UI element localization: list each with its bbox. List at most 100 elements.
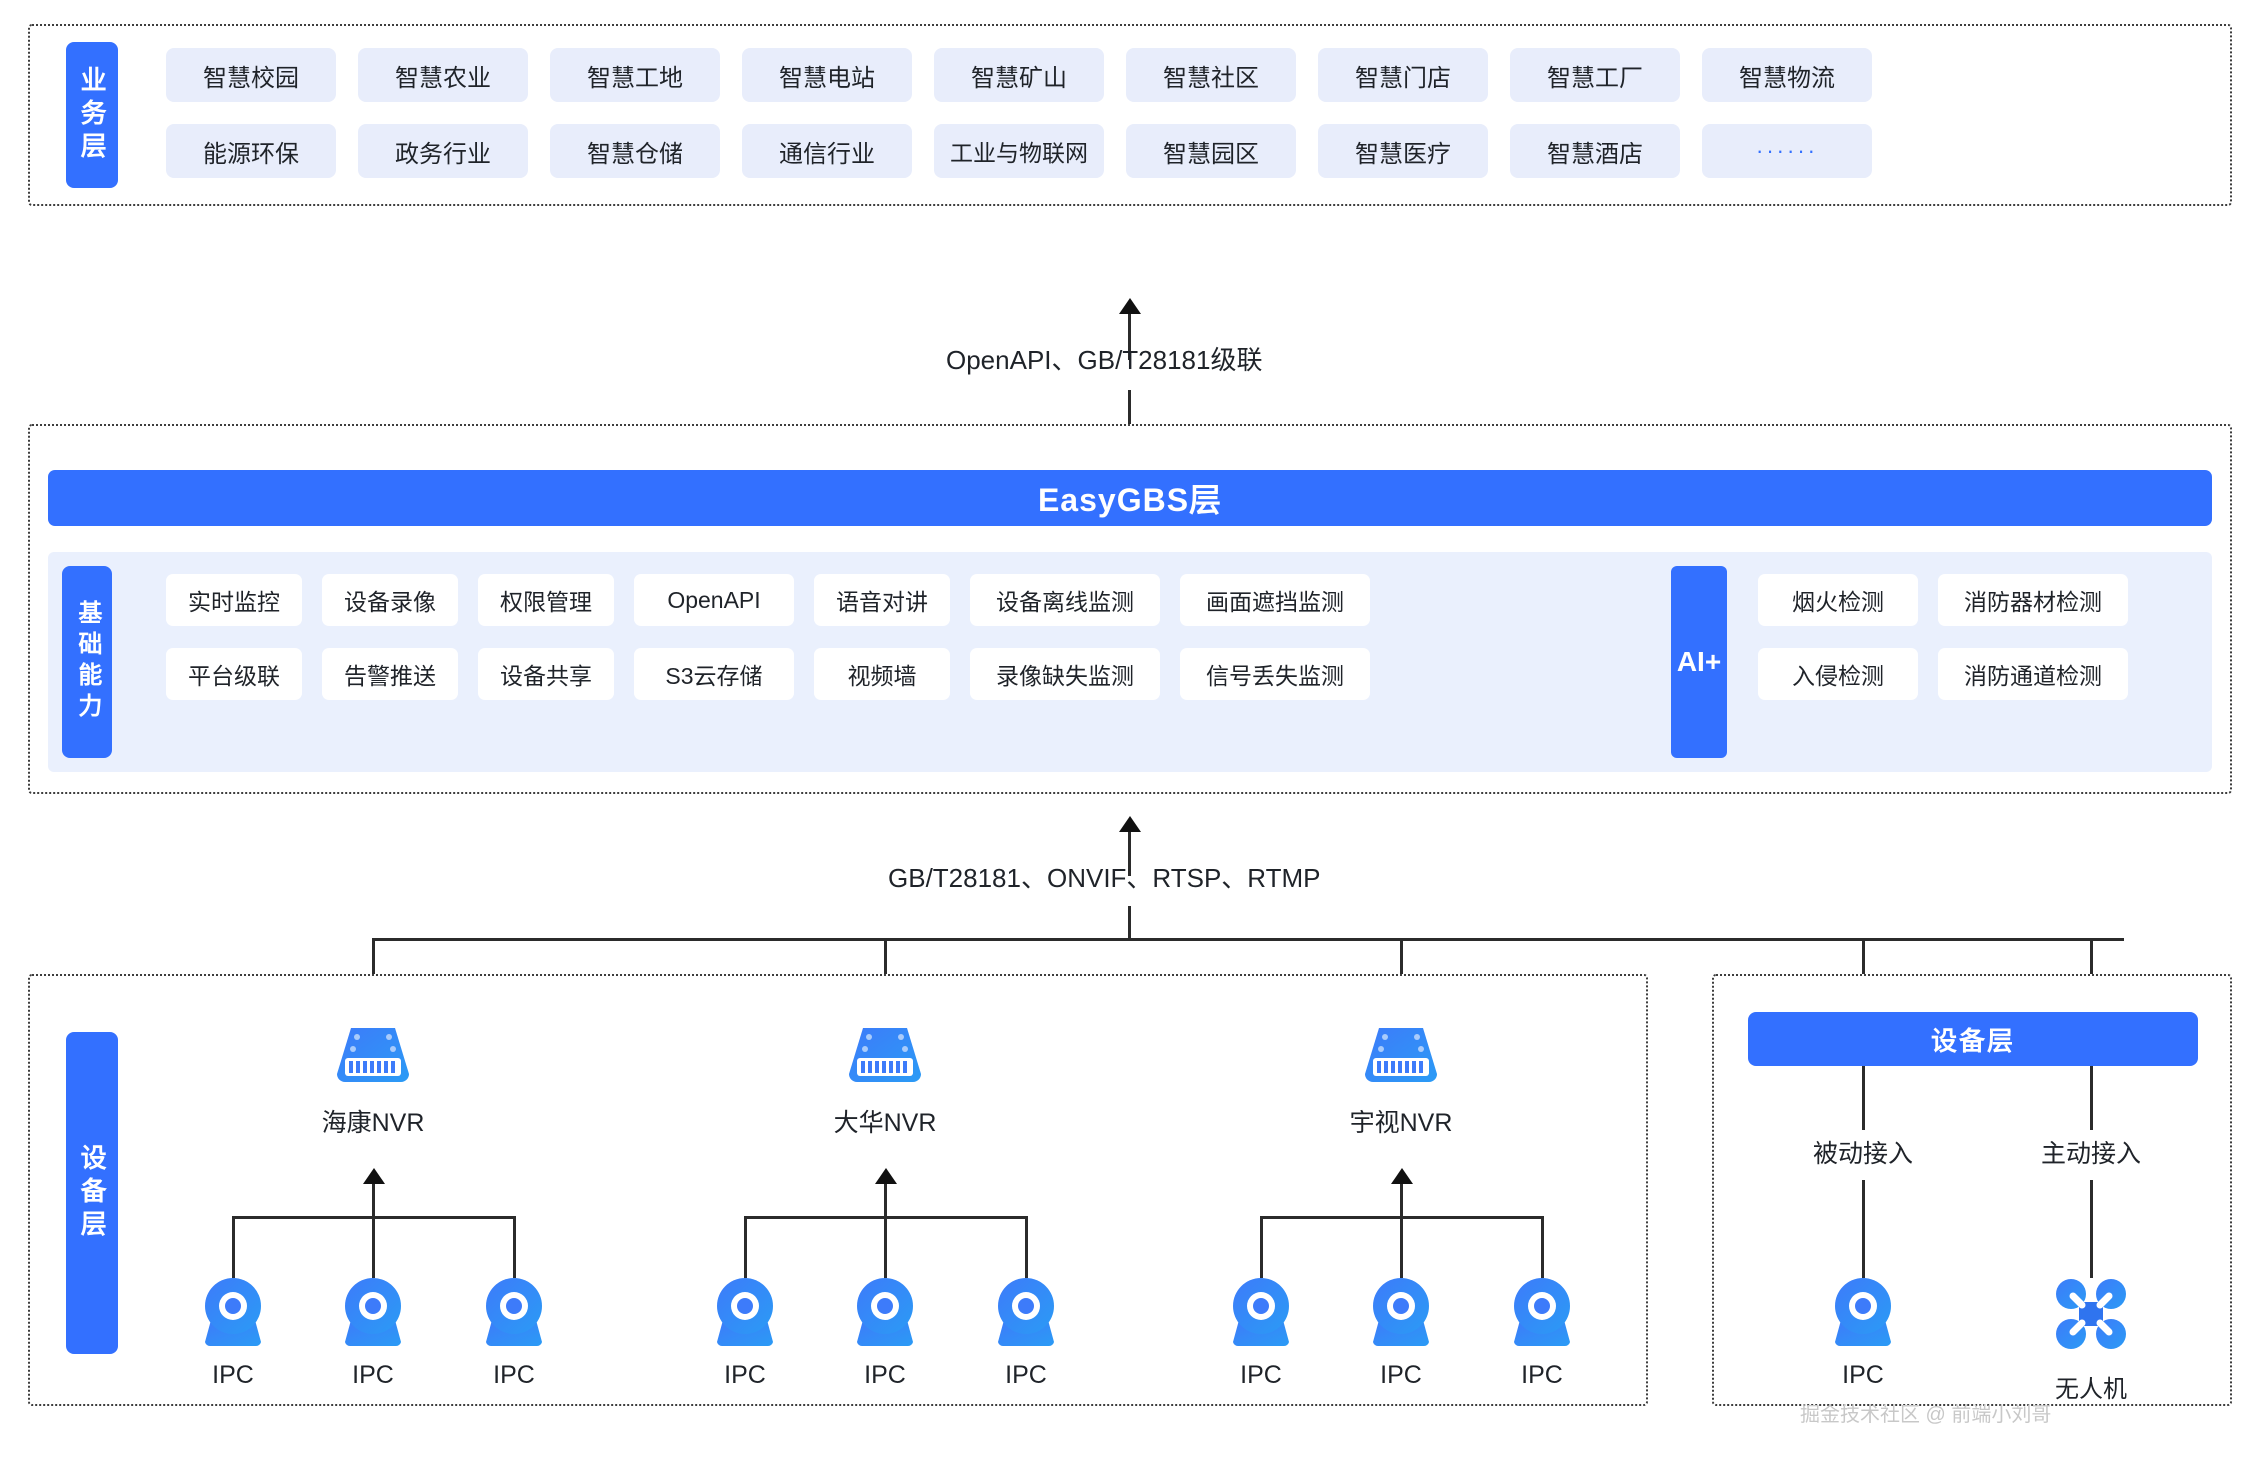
camera-icon bbox=[1835, 1278, 1891, 1347]
ai-capability-row-2: 入侵检测 消防通道检测 bbox=[1758, 648, 2128, 700]
camera-icon bbox=[205, 1278, 261, 1347]
ipc-node[interactable]: IPC bbox=[1210, 1272, 1312, 1390]
ai-capability-item[interactable]: 消防通道检测 bbox=[1938, 648, 2128, 700]
capability-item[interactable]: 录像缺失监测 bbox=[970, 648, 1160, 700]
capability-item[interactable]: 语音对讲 bbox=[814, 574, 950, 626]
camera-icon bbox=[486, 1278, 542, 1347]
ai-capability-item[interactable]: 消防器材检测 bbox=[1938, 574, 2128, 626]
ipc-node[interactable]: IPC bbox=[1350, 1272, 1452, 1390]
top-link-arrowhead bbox=[1119, 298, 1141, 314]
business-layer-side-text: 业务层 bbox=[77, 65, 108, 165]
ipc-node[interactable]: IPC bbox=[322, 1272, 424, 1390]
dahua-uplink-arrowhead bbox=[875, 1168, 897, 1184]
business-chip[interactable]: 智慧医疗 bbox=[1318, 124, 1488, 178]
active-branch-stem-upper bbox=[2090, 1066, 2093, 1130]
camera-icon bbox=[717, 1278, 773, 1347]
business-chip[interactable]: 政务行业 bbox=[358, 124, 528, 178]
ipc-node[interactable]: IPC bbox=[1491, 1272, 1593, 1390]
camera-icon bbox=[1373, 1278, 1429, 1347]
capability-side-text: 基础能力 bbox=[73, 600, 101, 724]
business-chip[interactable]: 智慧工地 bbox=[550, 48, 720, 102]
drone-node[interactable]: 无人机 bbox=[2040, 1272, 2142, 1404]
uniview-uplink-stem bbox=[1400, 1184, 1403, 1218]
uniview-child-drop-1 bbox=[1260, 1216, 1263, 1278]
capability-grid: 实时监控 设备录像 权限管理 OpenAPI 语音对讲 设备离线监测 画面遮挡监… bbox=[166, 574, 1370, 700]
capability-row-1: 实时监控 设备录像 权限管理 OpenAPI 语音对讲 设备离线监测 画面遮挡监… bbox=[166, 574, 1370, 626]
ipc-node[interactable]: IPC bbox=[463, 1272, 565, 1390]
capability-item[interactable]: 设备录像 bbox=[322, 574, 458, 626]
device-panel-title: 设备层 bbox=[1748, 1012, 2198, 1066]
business-chip-row-2: 能源环保 政务行业 智慧仓储 通信行业 工业与物联网 智慧园区 智慧医疗 智慧酒… bbox=[166, 124, 1872, 178]
passive-branch-stem-lower bbox=[1862, 1180, 1865, 1278]
ai-capability-item[interactable]: 入侵检测 bbox=[1758, 648, 1918, 700]
panel-ipc-node[interactable]: IPC bbox=[1812, 1272, 1914, 1390]
capability-item[interactable]: 画面遮挡监测 bbox=[1180, 574, 1370, 626]
business-chip[interactable]: 智慧校园 bbox=[166, 48, 336, 102]
capability-item[interactable]: 设备共享 bbox=[478, 648, 614, 700]
ipc-label: IPC bbox=[864, 1361, 906, 1389]
top-link-label: OpenAPI、GB/T28181级联 bbox=[946, 345, 1263, 375]
hik-child-drop-3 bbox=[513, 1216, 516, 1278]
business-chip-grid: 智慧校园 智慧农业 智慧工地 智慧电站 智慧矿山 智慧社区 智慧门店 智慧工厂 … bbox=[166, 48, 1872, 178]
capability-item[interactable]: S3云存储 bbox=[634, 648, 794, 700]
capability-item[interactable]: 设备离线监测 bbox=[970, 574, 1160, 626]
top-link-stem-lower bbox=[1128, 390, 1131, 442]
business-chip[interactable]: 智慧物流 bbox=[1702, 48, 1872, 102]
dahua-uplink-stem bbox=[884, 1184, 887, 1218]
nvr-node-hik[interactable]: 海康NVR bbox=[298, 1022, 448, 1139]
nvr-icon bbox=[849, 1028, 921, 1082]
capability-item[interactable]: 权限管理 bbox=[478, 574, 614, 626]
business-chip[interactable]: 智慧电站 bbox=[742, 48, 912, 102]
ipc-node[interactable]: IPC bbox=[694, 1272, 796, 1390]
ipc-label: IPC bbox=[212, 1361, 254, 1389]
ipc-label: IPC bbox=[1005, 1361, 1047, 1389]
ipc-node[interactable]: IPC bbox=[834, 1272, 936, 1390]
camera-icon bbox=[1233, 1278, 1289, 1347]
business-chip[interactable]: 智慧园区 bbox=[1126, 124, 1296, 178]
passive-access-label: 被动接入 bbox=[1812, 1140, 1913, 1168]
nvr-node-dahua[interactable]: 大华NVR bbox=[810, 1022, 960, 1139]
nvr-label: 大华NVR bbox=[833, 1109, 937, 1137]
nvr-node-uniview[interactable]: 宇视NVR bbox=[1326, 1022, 1476, 1139]
ipc-node[interactable]: IPC bbox=[975, 1272, 1077, 1390]
ai-plus-tab: AI+ bbox=[1671, 566, 1727, 758]
ipc-label: IPC bbox=[1240, 1361, 1282, 1389]
business-chip[interactable]: 工业与物联网 bbox=[934, 124, 1104, 178]
ipc-label: IPC bbox=[1380, 1361, 1422, 1389]
business-chip[interactable]: 能源环保 bbox=[166, 124, 336, 178]
hik-child-drop-2 bbox=[372, 1216, 375, 1278]
business-chip[interactable]: 智慧社区 bbox=[1126, 48, 1296, 102]
business-chip[interactable]: 智慧门店 bbox=[1318, 48, 1488, 102]
device-layer-side-text: 设备层 bbox=[77, 1143, 108, 1243]
bottom-link-bus bbox=[372, 938, 2124, 941]
business-chip[interactable]: 智慧酒店 bbox=[1510, 124, 1680, 178]
business-chip[interactable]: 智慧农业 bbox=[358, 48, 528, 102]
business-chip[interactable]: 通信行业 bbox=[742, 124, 912, 178]
nvr-icon bbox=[337, 1028, 409, 1082]
business-chip[interactable]: 智慧工厂 bbox=[1510, 48, 1680, 102]
bottom-link-stem bbox=[1128, 832, 1131, 876]
capability-side-label: 基础能力 bbox=[62, 566, 112, 758]
hik-uplink-stem bbox=[372, 1184, 375, 1218]
watermark: 掘金技术社区 @ 前端小刘哥 bbox=[1800, 1404, 2052, 1426]
ipc-label: IPC bbox=[493, 1361, 535, 1389]
business-layer-side-label: 业务层 bbox=[66, 42, 118, 188]
capability-item[interactable]: OpenAPI bbox=[634, 574, 794, 626]
capability-item[interactable]: 实时监控 bbox=[166, 574, 302, 626]
camera-icon bbox=[998, 1278, 1054, 1347]
business-chip[interactable]: 智慧矿山 bbox=[934, 48, 1104, 102]
dahua-child-drop-1 bbox=[744, 1216, 747, 1278]
capability-item[interactable]: 视频墙 bbox=[814, 648, 950, 700]
ai-capability-item[interactable]: 烟火检测 bbox=[1758, 574, 1918, 626]
capability-item[interactable]: 平台级联 bbox=[166, 648, 302, 700]
business-chip[interactable]: 智慧仓储 bbox=[550, 124, 720, 178]
ipc-node[interactable]: IPC bbox=[182, 1272, 284, 1390]
capability-item[interactable]: 信号丢失监测 bbox=[1180, 648, 1370, 700]
nvr-label: 海康NVR bbox=[321, 1109, 425, 1137]
capability-item[interactable]: 告警推送 bbox=[322, 648, 458, 700]
uniview-child-drop-2 bbox=[1400, 1216, 1403, 1278]
business-chip-row-1: 智慧校园 智慧农业 智慧工地 智慧电站 智慧矿山 智慧社区 智慧门店 智慧工厂 … bbox=[166, 48, 1872, 102]
uniview-child-drop-3 bbox=[1541, 1216, 1544, 1278]
camera-icon bbox=[857, 1278, 913, 1347]
